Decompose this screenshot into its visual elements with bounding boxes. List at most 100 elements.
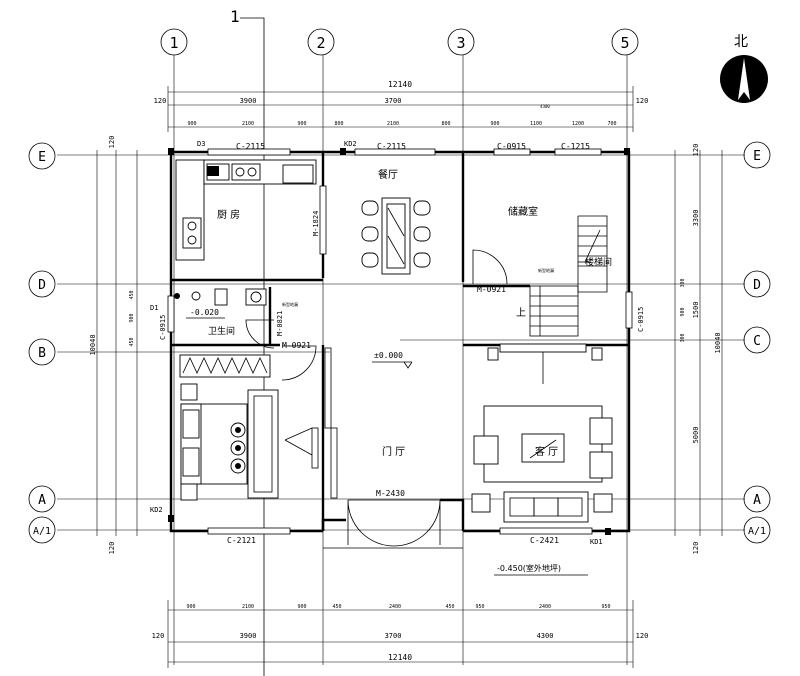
svg-text:450: 450: [445, 604, 454, 610]
svg-text:5000: 5000: [692, 427, 700, 444]
svg-text:C-2421: C-2421: [530, 536, 559, 545]
svg-text:M-2430: M-2430: [376, 489, 405, 498]
svg-text:2100: 2100: [242, 604, 254, 610]
axis-col-3: 3: [456, 34, 465, 52]
axis-row-a1-right: A/1: [748, 526, 766, 537]
svg-text:C-1215: C-1215: [561, 142, 590, 151]
svg-text:900: 900: [680, 307, 686, 316]
svg-text:C-0915: C-0915: [497, 142, 526, 151]
svg-text:120: 120: [154, 97, 167, 105]
axis-row-a-right: A: [753, 493, 761, 508]
opening-labels: C-2115 C-2115 C-0915 C-1215 M-1824 M-092…: [150, 140, 645, 546]
window-c2115-a: [207, 148, 291, 156]
sofa: [503, 491, 589, 523]
room-storage: 储藏室: [508, 205, 538, 218]
bottom-dimensions: 900 2100 900 450 2400 450 950 2400 950 1…: [152, 600, 649, 668]
top-dimensions: 12140 120 3900 3700 120 4300 900 2100 90…: [154, 80, 649, 132]
bathroom-fixtures: 新型地漏 新型地漏: [174, 267, 554, 307]
svg-text:3300: 3300: [692, 210, 700, 227]
svg-text:3700: 3700: [385, 632, 402, 640]
svg-text:700: 700: [607, 121, 616, 127]
svg-text:900: 900: [297, 121, 306, 127]
svg-text:10040: 10040: [89, 334, 97, 355]
toilet-icon: [214, 288, 228, 306]
svg-text:120: 120: [636, 97, 649, 105]
svg-text:新型地漏: 新型地漏: [282, 301, 298, 307]
svg-text:450: 450: [129, 337, 135, 346]
windows: [167, 148, 633, 535]
svg-text:D3: D3: [197, 140, 205, 148]
svg-text:M-0921: M-0921: [477, 285, 506, 294]
room-stairwell: 楼梯间: [585, 256, 612, 268]
svg-text:2100: 2100: [242, 121, 254, 127]
svg-text:950: 950: [475, 604, 484, 610]
svg-text:C-2115: C-2115: [377, 142, 406, 151]
room-hall: 门 厅: [382, 445, 405, 458]
room-bathroom: 卫生间: [208, 325, 235, 337]
cooktop-icon: [182, 217, 202, 249]
svg-text:900: 900: [187, 121, 196, 127]
svg-text:2400: 2400: [539, 604, 551, 610]
room-labels: 厨 房 餐厅 储藏室 楼梯间 卫生间 门 厅 客 厅: [208, 168, 612, 458]
svg-text:900: 900: [129, 313, 135, 322]
room-living: 客 厅: [535, 445, 558, 458]
svg-text:120: 120: [692, 144, 700, 157]
level-outdoor: -0.450(室外地坪): [497, 563, 561, 573]
doors: [245, 185, 508, 547]
svg-text:2100: 2100: [387, 121, 399, 127]
axis-row-a1-left: A/1: [33, 526, 51, 537]
right-dimensions: 120 3300 1500 5000 120 300 900 300 10040: [674, 144, 723, 555]
svg-text:450: 450: [332, 604, 341, 610]
svg-text:1200: 1200: [572, 121, 584, 127]
tv-cabinet: [499, 343, 587, 353]
bedroom-furniture: [179, 354, 279, 501]
axis-row-e-left: E: [38, 150, 46, 165]
kitchen-fixtures: [175, 159, 317, 261]
svg-text:新型地漏: 新型地漏: [538, 267, 554, 273]
axis-row-a-left: A: [38, 493, 46, 508]
north-arrow: 北: [720, 34, 768, 103]
floor-drain-icon: [191, 291, 201, 301]
svg-text:KD2: KD2: [150, 506, 163, 514]
svg-text:KD1: KD1: [590, 538, 603, 546]
svg-text:KD2: KD2: [344, 140, 357, 148]
level-floor: ±0.000: [374, 351, 403, 360]
svg-text:3900: 3900: [240, 97, 257, 105]
bay-cushion: [247, 389, 279, 499]
window-c2421: [499, 527, 593, 535]
axis-row-e-right: E: [753, 149, 761, 164]
coffee-table: [521, 433, 565, 463]
svg-text:900: 900: [186, 604, 195, 610]
window-c0915-left: [167, 295, 175, 333]
svg-text:950: 950: [601, 604, 610, 610]
room-dining: 餐厅: [378, 168, 398, 181]
svg-text:120: 120: [692, 542, 700, 555]
svg-text:12140: 12140: [388, 80, 412, 89]
svg-text:C-0915: C-0915: [637, 307, 645, 332]
level-bath: -0.020: [190, 308, 219, 317]
axis-col-2: 2: [316, 34, 325, 52]
svg-text:300: 300: [680, 333, 686, 342]
svg-text:1100: 1100: [530, 121, 542, 127]
svg-text:120: 120: [152, 632, 165, 640]
axis-row-d-right: D: [753, 278, 761, 293]
svg-text:120: 120: [108, 542, 116, 555]
armchair-right-2: [589, 451, 613, 479]
svg-text:D1: D1: [150, 304, 158, 312]
level-marks: -0.020 ±0.000 -0.450(室外地坪): [186, 308, 588, 576]
window-c0915-right: [625, 291, 633, 329]
window-c0915-top: [493, 148, 531, 156]
svg-text:300: 300: [680, 278, 686, 287]
dining-set: [361, 197, 431, 275]
svg-text:120: 120: [636, 632, 649, 640]
svg-text:3900: 3900: [240, 632, 257, 640]
svg-text:800: 800: [334, 121, 343, 127]
svg-text:900: 900: [297, 604, 306, 610]
svg-text:450: 450: [129, 290, 135, 299]
axis-row-c-right: C: [753, 334, 761, 349]
window-c2115-b: [354, 148, 436, 156]
left-dimensions: 10040 120 120 450 900 450: [89, 136, 138, 555]
svg-text:10040: 10040: [714, 332, 722, 353]
axis-row-d-left: D: [38, 278, 46, 293]
